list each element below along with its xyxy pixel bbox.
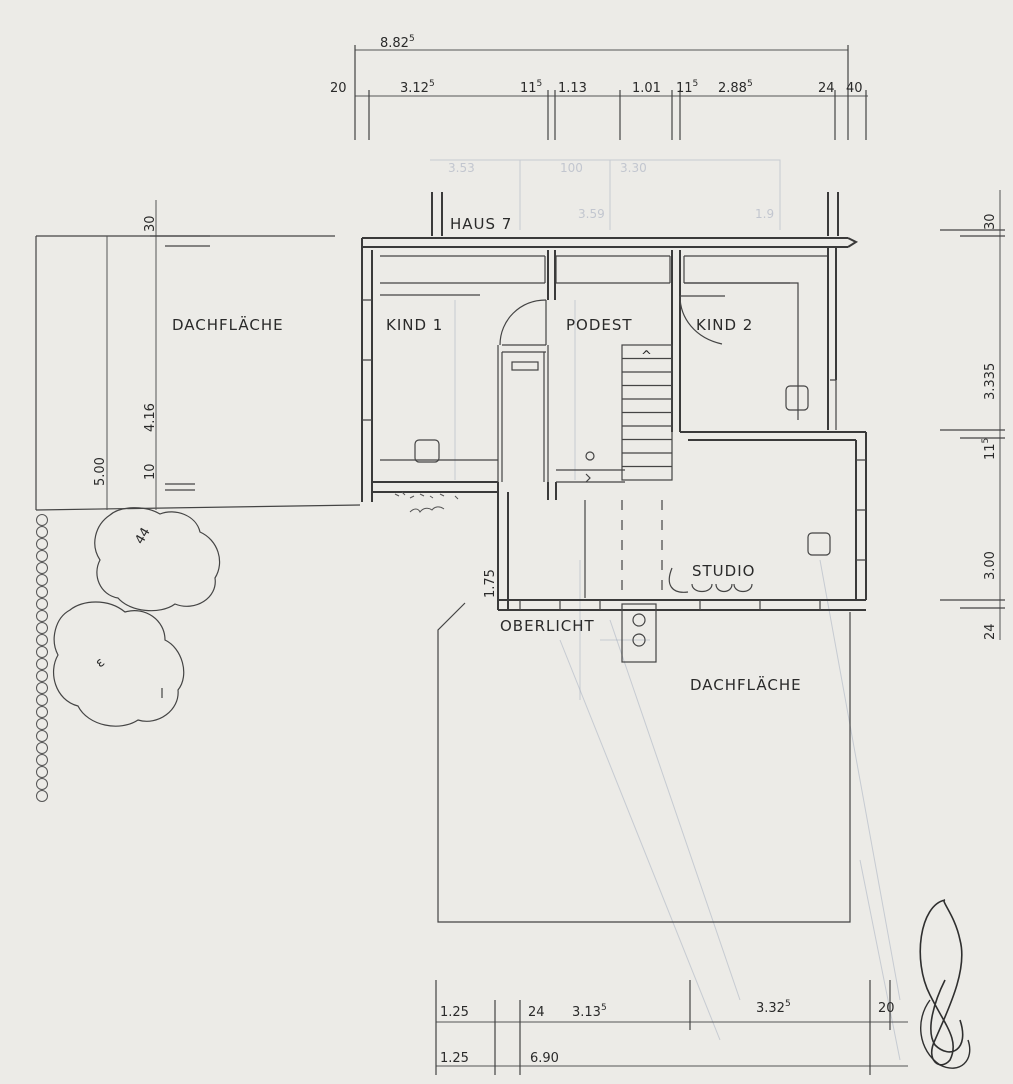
hedge-circle xyxy=(36,526,48,538)
hedge-circle xyxy=(36,538,48,550)
bottom-dimension-chain: 1.25 24 3.135 3.325 20 1.25 6.90 xyxy=(435,980,908,1075)
show-through-marks: 3.53 100 3.30 3.59 1.9 xyxy=(430,159,901,1061)
hedge-circle xyxy=(36,574,48,586)
dim-bottom-6: 1.25 xyxy=(440,1051,469,1066)
svg-text:3.53: 3.53 xyxy=(448,161,475,175)
lower-roof-area xyxy=(437,602,851,923)
hedge-circle xyxy=(36,622,48,634)
hedge-circles xyxy=(36,514,48,802)
hedge-circle xyxy=(36,682,48,694)
hedge-circle xyxy=(36,562,48,574)
doors xyxy=(499,295,725,346)
tree-mark-1: 44 xyxy=(132,525,153,547)
room-label-haus: HAUS 7 xyxy=(450,215,512,233)
dim-top-8: 24 xyxy=(818,81,835,96)
dim-top-3: 115 xyxy=(520,79,542,96)
building-walls: HAUS 7 xyxy=(361,192,867,611)
hedge-circle xyxy=(36,646,48,658)
svg-text:3.59: 3.59 xyxy=(578,207,605,221)
room-label-oberlicht: OBERLICHT xyxy=(500,617,595,635)
trees: 44 ɛ xyxy=(53,507,221,727)
hedge-circle xyxy=(36,670,48,682)
svg-text:100: 100 xyxy=(560,161,583,175)
room-label-kind2: KIND 2 xyxy=(696,316,753,334)
tree-mark-2: ɛ xyxy=(93,655,108,671)
dim-top-6: 115 xyxy=(676,79,698,96)
dim-bottom-7: 6.90 xyxy=(530,1051,559,1066)
hedge-circle xyxy=(36,634,48,646)
dim-left-top: 30 xyxy=(143,215,158,232)
right-dimension-chain: 30 3.335 115 3.00 24 xyxy=(940,190,1005,640)
dim-left-stairs: 1.75 xyxy=(483,569,498,598)
dim-top-7: 2.885 xyxy=(718,79,753,96)
left-roof-area: 30 5.00 10 4.16 DACHFLÄCHE xyxy=(35,200,361,511)
room-label-studio: STUDIO xyxy=(692,562,755,580)
room-label-dachflaeche-right: DACHFLÄCHE xyxy=(690,675,802,694)
dim-left-b: 4.16 xyxy=(143,403,158,432)
dim-left-a: 5.00 xyxy=(93,457,108,486)
dim-top-2: 3.125 xyxy=(400,79,435,96)
dim-right-5: 24 xyxy=(983,623,998,640)
fixtures xyxy=(394,385,831,663)
hedge-circle xyxy=(36,706,48,718)
staircase: ^ xyxy=(621,344,673,481)
hedge-circle xyxy=(36,778,48,790)
hedge-circle xyxy=(36,658,48,670)
room-labels: KIND 1 PODEST KIND 2 STUDIO OBERLICHT DA… xyxy=(386,316,802,694)
dim-bottom-2: 24 xyxy=(528,1005,545,1020)
dim-overall: 8.825 xyxy=(380,34,415,51)
stair-arrow: ^ xyxy=(641,349,652,364)
hedge-circle xyxy=(36,766,48,778)
dim-bottom-1: 1.25 xyxy=(440,1005,469,1020)
room-label-dachflaeche-left: DACHFLÄCHE xyxy=(172,315,284,334)
dim-bottom-3: 3.135 xyxy=(572,1003,607,1020)
room-label-podest: PODEST xyxy=(566,316,633,334)
hedge-circle xyxy=(36,694,48,706)
hedge-circle xyxy=(36,514,48,526)
dim-right-2: 3.335 xyxy=(983,363,998,400)
dim-bottom-4: 3.325 xyxy=(756,999,791,1016)
dim-bottom-5: 20 xyxy=(878,1001,895,1016)
dim-right-3: 115 xyxy=(981,438,998,460)
hedge-circle xyxy=(36,718,48,730)
svg-text:3.30: 3.30 xyxy=(620,161,647,175)
dim-top-4: 1.13 xyxy=(558,81,587,96)
dim-top-5: 1.01 xyxy=(632,81,661,96)
dim-right-1: 30 xyxy=(983,213,998,230)
hedge-circle xyxy=(36,550,48,562)
room-label-kind1: KIND 1 xyxy=(386,316,443,334)
dim-right-4: 3.00 xyxy=(983,551,998,580)
svg-text:1.9: 1.9 xyxy=(755,207,774,221)
hedge-circle xyxy=(36,754,48,766)
hedge-circle xyxy=(36,730,48,742)
dim-top-1: 20 xyxy=(330,81,347,96)
hedge-circle xyxy=(36,790,48,802)
hedge-circle xyxy=(36,598,48,610)
hedge-circle xyxy=(36,610,48,622)
signature xyxy=(919,899,971,1069)
dim-top-9: 40 xyxy=(846,81,863,96)
top-dimension-chain: 8.825 20 3.125 115 1.13 1.01 115 2.885 2… xyxy=(330,34,868,140)
hedge-circle xyxy=(36,586,48,598)
hedge-circle xyxy=(36,742,48,754)
dim-left-b-bottom: 10 xyxy=(143,463,158,480)
